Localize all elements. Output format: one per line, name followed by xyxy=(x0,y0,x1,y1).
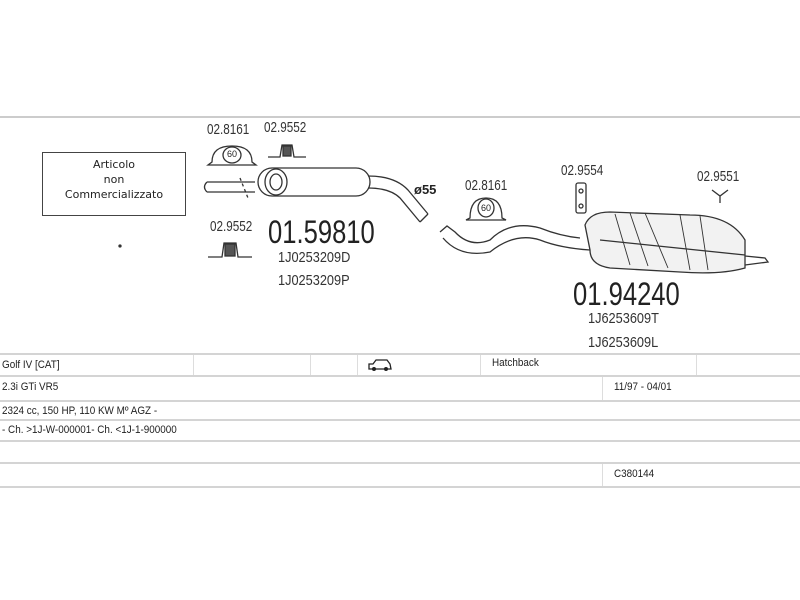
bracket-icon xyxy=(711,189,729,203)
col-divider xyxy=(696,355,697,375)
catalog-code: C380144 xyxy=(614,468,655,480)
engine-specs: 2324 cc, 150 HP, 110 KW Mº AGZ - xyxy=(2,405,158,417)
row-divider xyxy=(0,353,800,355)
row-divider xyxy=(0,440,800,442)
col-divider xyxy=(310,355,311,375)
notice-line: Articolo xyxy=(93,158,135,171)
bracket-code[interactable]: 02.9551 xyxy=(697,168,740,185)
rear-clamp-code[interactable]: 02.8161 xyxy=(465,177,508,194)
front-mount-bottom-code[interactable]: 02.9552 xyxy=(210,218,253,235)
front-part-number[interactable]: 01.59810 xyxy=(268,214,375,250)
hanger-code[interactable]: 02.9554 xyxy=(561,162,604,179)
production-years: 11/97 - 04/01 xyxy=(614,381,672,393)
exhaust-diagram xyxy=(118,144,770,274)
car-icon xyxy=(368,359,392,371)
clamp-icon-rear xyxy=(465,197,507,221)
rear-part-number[interactable]: 01.94240 xyxy=(573,276,680,312)
row-divider xyxy=(0,419,800,421)
vehicle-model: Golf IV [CAT] xyxy=(2,359,60,371)
col-divider xyxy=(602,464,603,486)
rubber-mount-icon-top xyxy=(268,144,306,158)
top-divider xyxy=(0,116,800,118)
front-clamp-size: 60 xyxy=(227,149,238,159)
not-commercialized-notice: Articolo non Commercializzato xyxy=(42,152,186,216)
front-oe-number: 1J0253209D xyxy=(278,249,351,266)
col-divider xyxy=(602,377,603,400)
col-divider xyxy=(193,355,194,375)
rear-muffler-drawing xyxy=(439,211,770,274)
row-divider xyxy=(0,400,800,402)
rear-oe-number: 1J6253609L xyxy=(588,334,659,351)
front-mount-top-code[interactable]: 02.9552 xyxy=(264,119,307,136)
row-divider xyxy=(0,486,800,488)
col-divider xyxy=(480,355,481,375)
rubber-mount-icon-bottom xyxy=(208,242,252,258)
front-muffler-drawing xyxy=(203,167,429,223)
chassis-range: - Ch. >1J-W-000001- Ch. <1J-1-900000 xyxy=(2,424,177,436)
col-divider xyxy=(357,355,358,375)
body-type: Hatchback xyxy=(492,357,539,369)
row-divider xyxy=(0,462,800,464)
row-divider xyxy=(0,375,800,377)
rear-clamp-size: 60 xyxy=(481,203,492,213)
notice-line: Commercializzato xyxy=(64,188,164,201)
rear-oe-number: 1J6253609T xyxy=(588,310,659,327)
engine: 2.3i GTi VR5 xyxy=(2,381,59,393)
hanger-icon xyxy=(575,182,587,214)
front-oe-number: 1J0253209P xyxy=(278,272,350,289)
pipe-diameter-label: ø55 xyxy=(414,182,437,197)
notice-line: non xyxy=(103,173,125,186)
clamp-icon-front xyxy=(206,145,258,166)
front-clamp-code[interactable]: 02.8161 xyxy=(207,121,250,138)
